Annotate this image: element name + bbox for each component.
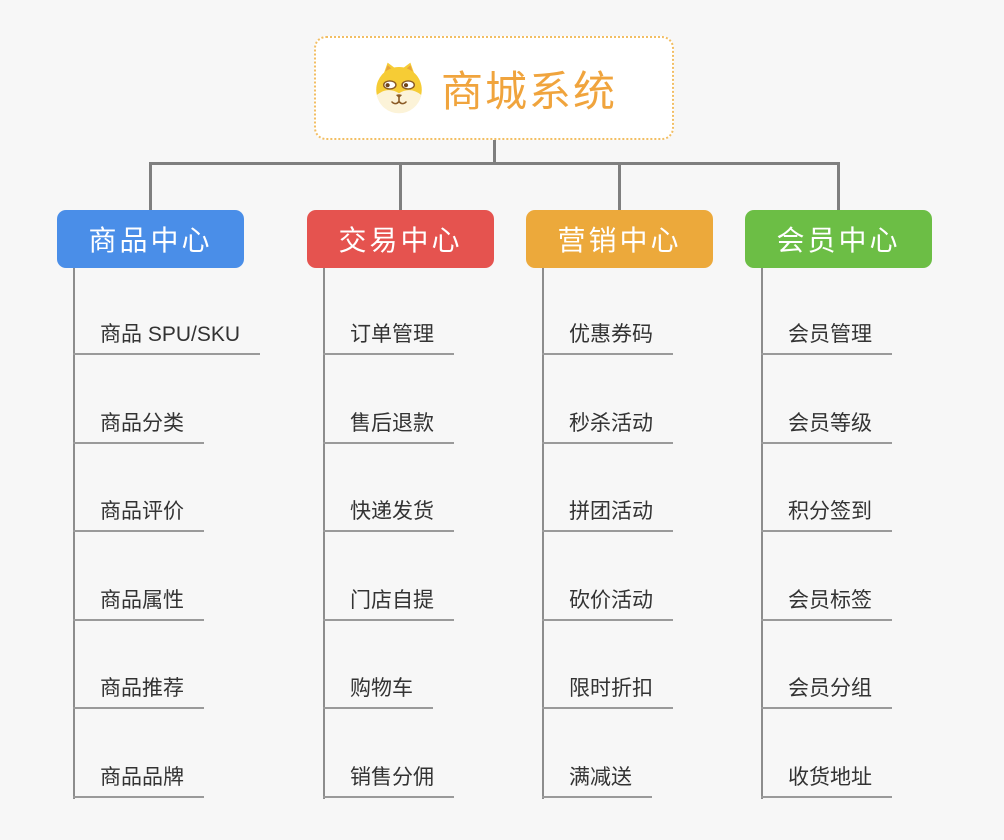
branch-header-marketing[interactable]: 营销中心	[526, 210, 713, 268]
branch-spine	[323, 268, 325, 799]
node-item[interactable]: 会员等级	[761, 412, 892, 444]
root-label: 商城系统	[440, 67, 617, 115]
node-item[interactable]: 砍价活动	[542, 589, 673, 621]
dog-face-icon	[376, 62, 422, 114]
branch-spine	[73, 268, 75, 799]
node-item[interactable]: 会员标签	[761, 589, 892, 621]
node-item[interactable]: 商品属性	[73, 589, 204, 621]
branch-spine	[542, 268, 544, 799]
branch-header-trade[interactable]: 交易中心	[307, 210, 494, 268]
node-item[interactable]: 购物车	[323, 677, 433, 709]
node-item[interactable]: 商品 SPU/SKU	[73, 323, 261, 355]
node-item[interactable]: 销售分佣	[323, 766, 454, 798]
node-item[interactable]: 秒杀活动	[542, 412, 673, 444]
root-node[interactable]: 商城系统	[314, 36, 674, 140]
node-item[interactable]: 收货地址	[761, 766, 892, 798]
branch-member-center: 会员中心 会员管理 会员等级 积分签到 会员标签 会员分组 收货地址	[745, 210, 995, 810]
node-item[interactable]: 商品评价	[73, 500, 204, 532]
node-item[interactable]: 商品推荐	[73, 677, 204, 709]
connector-root-riser	[493, 139, 496, 164]
branch-product-center: 商品中心 商品 SPU/SKU 商品分类 商品评价 商品属性 商品推荐 商品品牌	[57, 210, 307, 810]
connector-drop-1	[149, 162, 152, 210]
connector-drop-2	[399, 162, 402, 210]
node-item[interactable]: 商品品牌	[73, 766, 204, 798]
branch-marketing-center: 营销中心 优惠券码 秒杀活动 拼团活动 砍价活动 限时折扣 满减送	[526, 210, 776, 810]
node-item[interactable]: 会员管理	[761, 323, 892, 355]
connector-trunk	[149, 162, 840, 165]
node-item[interactable]: 快递发货	[323, 500, 454, 532]
branch-spine	[761, 268, 763, 799]
node-item[interactable]: 满减送	[542, 766, 652, 798]
node-item[interactable]: 售后退款	[323, 412, 454, 444]
connector-drop-3	[618, 162, 621, 210]
node-item[interactable]: 限时折扣	[542, 677, 673, 709]
node-item[interactable]: 订单管理	[323, 323, 454, 355]
node-item[interactable]: 积分签到	[761, 500, 892, 532]
node-item[interactable]: 拼团活动	[542, 500, 673, 532]
branch-trade-center: 交易中心 订单管理 售后退款 快递发货 门店自提 购物车 销售分佣	[307, 210, 557, 810]
branch-header-member[interactable]: 会员中心	[745, 210, 932, 268]
branch-header-product[interactable]: 商品中心	[57, 210, 244, 268]
node-item[interactable]: 会员分组	[761, 677, 892, 709]
node-item[interactable]: 优惠券码	[542, 323, 673, 355]
node-item[interactable]: 商品分类	[73, 412, 204, 444]
connector-drop-4	[837, 162, 840, 210]
node-item[interactable]: 门店自提	[323, 589, 454, 621]
